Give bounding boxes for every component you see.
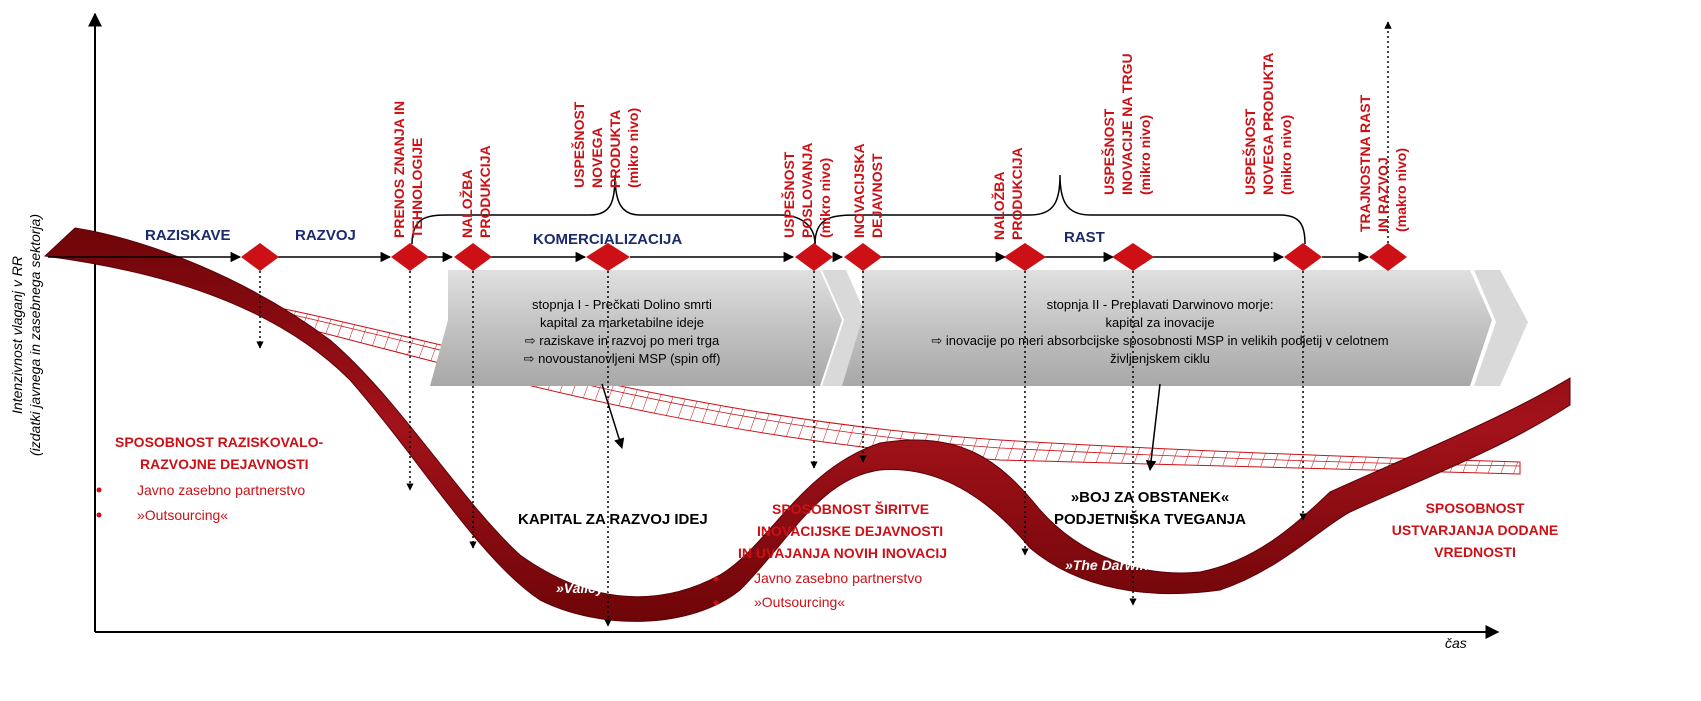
stage2-line-1: stopnja II - Preplavati Darwinovo morje: (1047, 297, 1274, 312)
stage1-arrow-tip (822, 270, 868, 386)
bullet-icon (96, 512, 102, 518)
stage2-line-3: ⇨ inovacije po meri absorbcijske sposobn… (931, 333, 1388, 348)
dotted-drops (256, 21, 1392, 627)
valley-label: »Valley of Death« (556, 580, 672, 596)
phase-komercializacija: KOMERCIALIZACIJA (533, 231, 682, 248)
label-inovacije-3: (mikro nivo) (1137, 115, 1153, 195)
phase-razvoj: RAZVOJ (295, 227, 356, 244)
diamond-raziskave (241, 243, 279, 271)
label-produkt1-3: PRODUKTA (607, 110, 623, 188)
darwinian-label: »The Darwinian Sea« (1065, 557, 1205, 573)
stage2-arrow (842, 270, 1492, 386)
label-nalozba2-2: PRODUKCIJA (1009, 147, 1025, 240)
capability3-line-1: SPOSOBNOST (1426, 500, 1525, 516)
milestone-labels: PRENOS ZNANJA IN TEHNOLOGIJE NALOŽBA PRO… (391, 53, 1409, 240)
label-poslovanje-3: (mikro nivo) (817, 158, 833, 238)
label-trajnostna-1: TRAJNOSTNA RAST (1357, 94, 1373, 232)
diamond-produkt1 (586, 243, 630, 271)
bullet-icon (713, 576, 719, 582)
capability1-bullet-2: »Outsourcing« (137, 507, 228, 523)
brace-commercialization (411, 174, 816, 245)
diamond-inovacijska (844, 243, 882, 271)
label-trajnostna-2: IN RAZVOJ (1375, 157, 1391, 232)
capability3: SPOSOBNOST USTVARJANJA DODANE VREDNOSTI (1392, 500, 1558, 560)
capability3-line-3: VREDNOSTI (1434, 544, 1516, 560)
label-inovacijska-2: DEJAVNOST (869, 153, 885, 238)
stage1-line-3: ⇨ raziskave in razvoj po meri trga (525, 333, 720, 348)
label-produkt2-2: NOVEGA PRODUKTA (1260, 53, 1276, 195)
x-axis-label: čas (1445, 635, 1467, 651)
struggle: »BOJ ZA OBSTANEK« PODJETNIŠKA TVEGANJA (1054, 489, 1246, 528)
diamond-nalozba1 (454, 243, 492, 271)
diamond-prenos (391, 243, 429, 271)
stage2-arrow-tip (1474, 270, 1528, 386)
stage1-text: stopnja I - Prečkati Dolino smrti kapita… (524, 297, 721, 366)
label-poslovanje-1: USPEŠNOST (780, 151, 797, 238)
diamond-inovacije (1112, 243, 1154, 271)
label-produkt1-2: NOVEGA (589, 127, 605, 188)
label-produkt1-1: USPEŠNOST (570, 101, 587, 188)
stage1-line-1: stopnja I - Prečkati Dolino smrti (532, 297, 712, 312)
capability2-title-2: INOVACIJSKE DEJAVNOSTI (757, 523, 943, 539)
phase-labels: RAZISKAVE RAZVOJ KOMERCIALIZACIJA RAST (145, 227, 1105, 248)
label-nalozba1-1: NALOŽBA (458, 170, 475, 238)
capital-label: KAPITAL ZA RAZVOJ IDEJ (518, 511, 708, 528)
capability2-title-1: SPOSOBNOST ŠIRITVE (772, 500, 929, 517)
struggle-line-2: PODJETNIŠKA TVEGANJA (1054, 510, 1246, 528)
capability1-title-1: SPOSOBNOST RAZISKOVALO- (115, 434, 324, 450)
capability2-title-3: IN UVAJANJA NOVIH INOVACIJ (738, 545, 947, 561)
milestone-diamonds (241, 243, 1407, 271)
y-axis-label: Intenzivnost vlaganj v RR (9, 256, 25, 414)
struggle-line-1: »BOJ ZA OBSTANEK« (1071, 489, 1229, 506)
stage1-pointer (601, 383, 625, 450)
stage1-line-2: kapital za marketabilne ideje (540, 315, 704, 330)
label-inovacije-2: INOVACIJE NA TRGU (1119, 53, 1135, 195)
stage2-text: stopnja II - Preplavati Darwinovo morje:… (931, 297, 1388, 366)
diamond-poslovanje (795, 243, 833, 271)
label-prenos-2: TEHNOLOGIJE (409, 138, 425, 238)
label-inovacijska-1: INOVACIJSKA (851, 143, 867, 238)
capability1-bullet-1: Javno zasebno partnerstvo (137, 482, 305, 498)
label-produkt1-4: (mikro nivo) (625, 108, 641, 188)
capability1: SPOSOBNOST RAZISKOVALO- RAZVOJNE DEJAVNO… (96, 434, 324, 523)
brace-growth (814, 174, 1306, 245)
label-poslovanje-2: POSLOVANJA (799, 143, 815, 238)
stage1-arrow (430, 270, 842, 386)
diamond-nalozba2 (1004, 243, 1046, 271)
capability1-title-2: RAZVOJNE DEJAVNOSTI (140, 456, 309, 472)
stage2-line-4: življenjskem ciklu (1110, 351, 1210, 366)
label-trajnostna-3: (makro nivo) (1393, 148, 1409, 232)
bullet-icon (713, 600, 719, 606)
diamond-trajnostna (1369, 243, 1407, 271)
capability2-bullet-2: »Outsourcing« (754, 594, 845, 610)
stage2-pointer (1145, 383, 1161, 472)
label-prenos-1: PRENOS ZNANJA IN (391, 101, 407, 238)
diamond-produkt2 (1284, 243, 1322, 271)
stage2-line-2: kapital za inovacije (1105, 315, 1214, 330)
label-nalozba1-2: PRODUKCIJA (477, 145, 493, 238)
capability2-bullet-1: Javno zasebno partnerstvo (754, 570, 922, 586)
bullet-icon (96, 487, 102, 493)
capability3-line-2: USTVARJANJA DODANE (1392, 522, 1558, 538)
y-axis-sublabel: (izdatki javnega in zasebnega sektorja) (27, 214, 43, 456)
stage1-line-4: ⇨ novoustanovljeni MSP (spin off) (524, 351, 721, 366)
label-produkt2-1: USPEŠNOST (1241, 108, 1258, 195)
label-inovacije-1: USPEŠNOST (1100, 108, 1117, 195)
phase-rast: RAST (1064, 229, 1105, 246)
label-produkt2-3: (mikro nivo) (1278, 115, 1294, 195)
label-nalozba2-1: NALOŽBA (990, 172, 1007, 240)
y-axis-label-group: Intenzivnost vlaganj v RR (izdatki javne… (9, 214, 43, 456)
capability2: SPOSOBNOST ŠIRITVE INOVACIJSKE DEJAVNOST… (713, 500, 947, 610)
phase-raziskave: RAZISKAVE (145, 227, 231, 244)
